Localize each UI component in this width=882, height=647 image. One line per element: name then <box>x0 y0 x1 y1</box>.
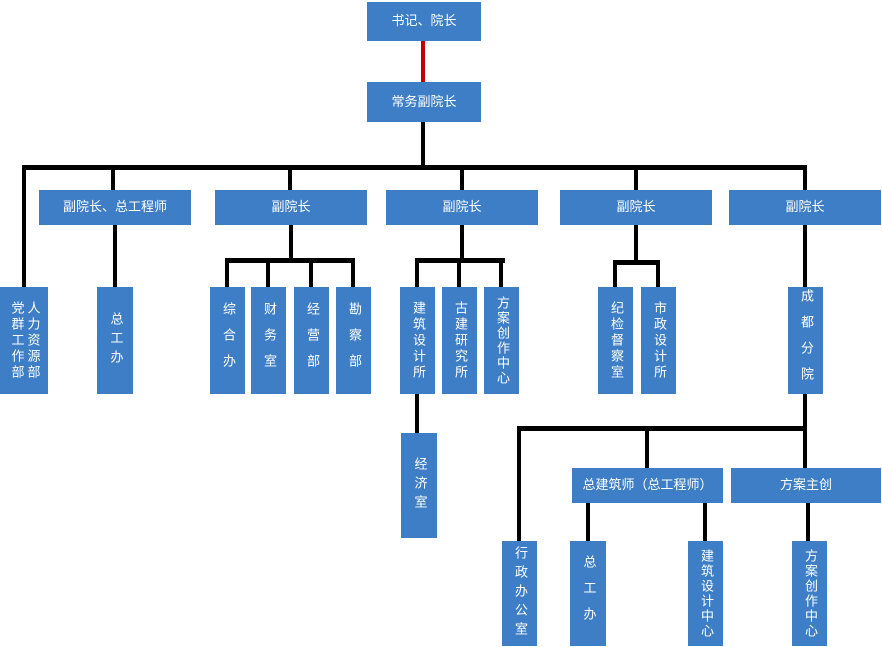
node-chief-engineer-office: 总工办 <box>97 287 133 394</box>
node-label: 纪检督察室 <box>608 300 623 381</box>
node-label: 建筑设计中心 <box>698 548 713 639</box>
node-label: 副院长 <box>271 200 311 215</box>
node-label: 人力资源部 <box>24 300 40 381</box>
node-executive-vice-dean: 常务副院长 <box>367 82 481 122</box>
connector-line <box>613 260 660 265</box>
node-architectural-design-institute: 建筑设计所 <box>400 287 435 394</box>
connector-line <box>289 225 293 262</box>
connector-line <box>634 168 638 190</box>
node-vice-dean-4: 副院长 <box>560 190 712 225</box>
connector-line <box>22 165 807 170</box>
node-label: 方案创作中心 <box>494 295 509 386</box>
connector-line <box>499 260 503 287</box>
node-label: 市政设计所 <box>651 300 666 381</box>
node-discipline-inspection-office: 纪检督察室 <box>598 287 633 394</box>
node-label: 方案主创 <box>779 478 832 493</box>
node-vice-dean-2: 副院长 <box>215 190 367 225</box>
connector-line <box>703 503 707 541</box>
connector-red-line <box>421 41 425 82</box>
node-municipal-design-institute: 市政设计所 <box>641 287 676 394</box>
node-secretary-dean: 书记、院长 <box>367 2 481 41</box>
node-label: 经营部 <box>304 301 319 380</box>
node-vice-dean-3: 副院长 <box>386 190 538 225</box>
connector-line <box>225 260 229 287</box>
connector-line <box>803 428 807 468</box>
connector-line <box>656 262 660 287</box>
node-administrative-office: 行政办公室 <box>502 541 537 646</box>
node-vice-dean-5: 副院长 <box>729 190 881 225</box>
connector-line <box>803 394 807 428</box>
node-architectural-design-center: 建筑设计中心 <box>688 541 723 646</box>
connector-line <box>803 168 807 190</box>
connector-line <box>309 260 313 287</box>
connector-line <box>421 122 425 166</box>
connector-line <box>645 428 649 468</box>
node-label: 古建研究所 <box>452 300 467 381</box>
connector-line <box>806 503 810 541</box>
node-finance-office: 财务室 <box>251 287 286 394</box>
connector-line <box>613 262 617 287</box>
node-label: 经济室 <box>411 457 427 514</box>
node-party-mass-and-hr-dept: 党群工作部 人力资源部 <box>0 287 48 394</box>
node-scheme-director: 方案主创 <box>731 468 881 503</box>
node-label: 总工办 <box>580 554 596 633</box>
connector-line <box>113 225 117 287</box>
connector-line <box>460 168 464 190</box>
connector-line <box>803 225 807 287</box>
node-chief-architect: 总建筑师（总工程师） <box>572 468 723 503</box>
node-label: 党群工作部 <box>8 300 24 381</box>
node-vice-dean-chief-engineer: 副院长、总工程师 <box>39 190 191 225</box>
node-scheme-creation-center: 方案创作中心 <box>484 287 519 394</box>
node-label: 成都分院 <box>798 288 813 393</box>
node-label: 常务副院长 <box>391 94 457 110</box>
node-label: 副院长 <box>616 200 656 215</box>
node-label: 总工办 <box>107 312 123 369</box>
connector-line <box>351 260 355 287</box>
node-label: 副院长 <box>442 200 482 215</box>
connector-line <box>586 503 590 541</box>
connector-line <box>288 168 292 190</box>
node-branch-chief-engineer-office: 总工办 <box>570 541 606 646</box>
connector-line <box>266 260 270 287</box>
node-label: 财务室 <box>261 301 276 380</box>
node-label: 总建筑师（总工程师） <box>582 478 713 493</box>
node-business-dept: 经营部 <box>294 287 329 394</box>
connector-line <box>517 428 521 541</box>
node-label: 副院长 <box>785 200 825 215</box>
node-label: 书记、院长 <box>391 14 457 29</box>
connector-line <box>111 168 115 190</box>
node-chengdu-branch: 成都分院 <box>788 287 823 394</box>
connector-line <box>634 225 638 264</box>
connector-line <box>457 260 461 287</box>
node-economic-office: 经济室 <box>401 433 437 538</box>
connector-line <box>22 168 26 287</box>
connector-line <box>460 225 464 262</box>
node-label: 行政办公室 <box>512 546 527 641</box>
connector-line <box>225 258 355 263</box>
node-general-affairs-office: 综合办 <box>210 287 245 394</box>
node-branch-scheme-creation-center: 方案创作中心 <box>792 541 827 646</box>
connector-line <box>517 426 807 431</box>
node-label: 勘察部 <box>346 301 361 380</box>
node-label: 方案创作中心 <box>802 548 817 639</box>
connector-line <box>415 260 419 287</box>
node-label: 建筑设计所 <box>410 300 425 381</box>
node-label: 综合办 <box>220 301 235 380</box>
connector-line <box>415 394 419 433</box>
node-survey-dept: 勘察部 <box>336 287 371 394</box>
node-ancient-architecture-institute: 古建研究所 <box>442 287 477 394</box>
node-label: 副院长、总工程师 <box>62 200 167 215</box>
